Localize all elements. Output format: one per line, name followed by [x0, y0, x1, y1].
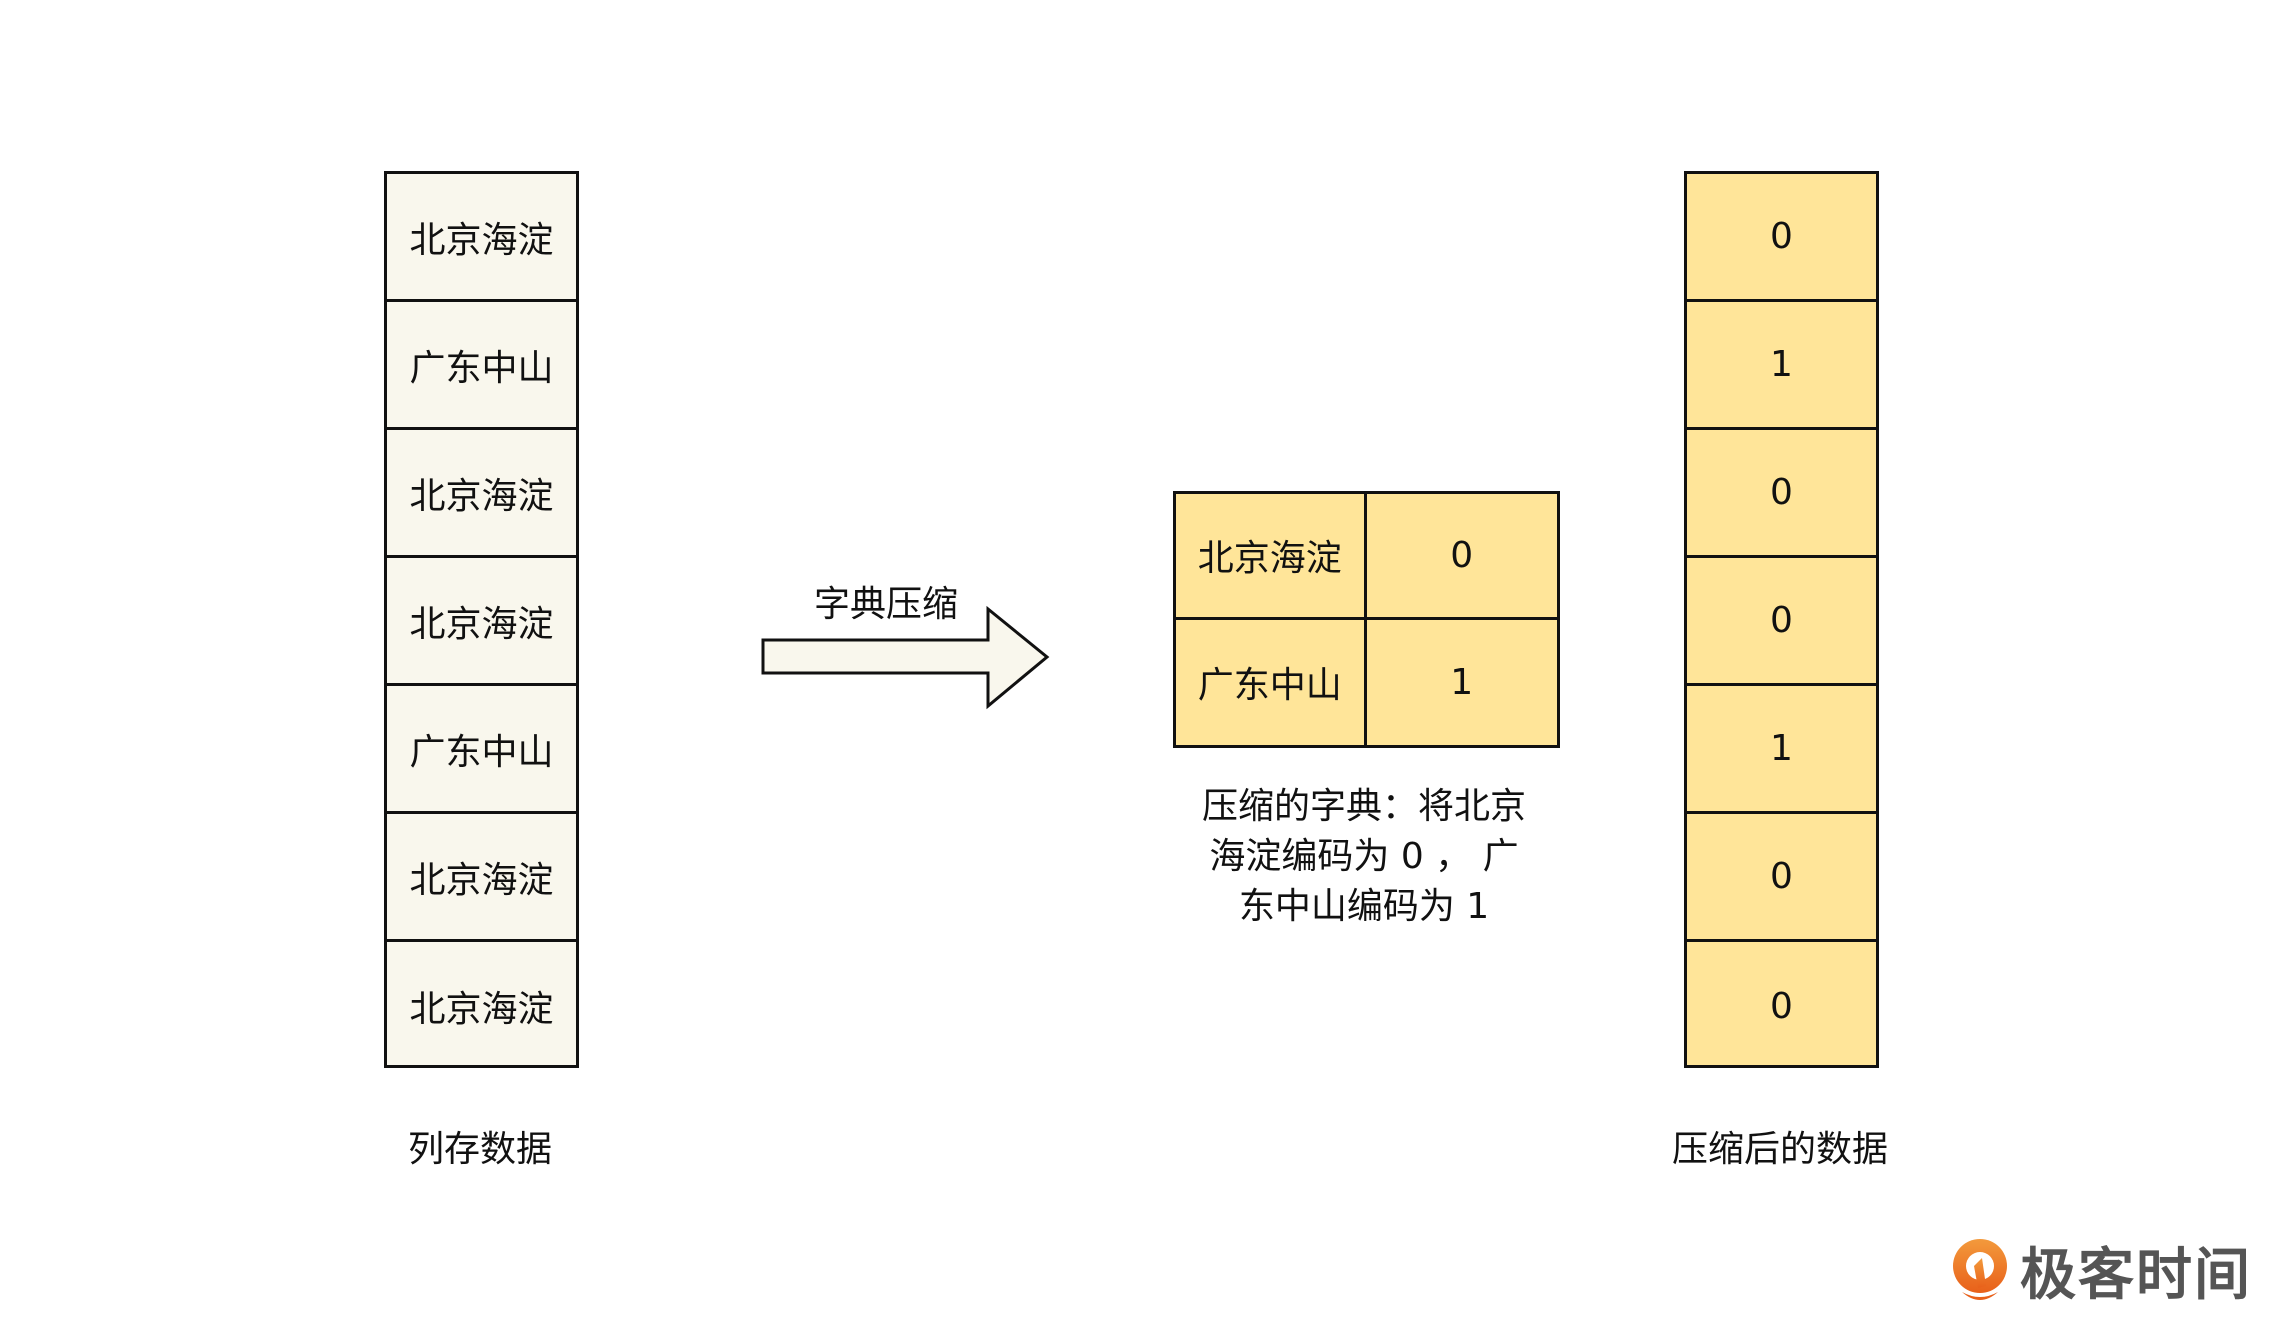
compressed-data-title: 压缩后的数据 [1671, 1129, 1888, 1170]
column-cell: 北京海淀 [409, 989, 554, 1030]
column-cell: 北京海淀 [387, 174, 576, 302]
compressed-cell: 0 [1687, 430, 1876, 558]
column-cell: 北京海淀 [387, 558, 576, 686]
dictionary-key: 北京海淀 [1176, 494, 1367, 620]
geektime-logo-icon [1953, 1238, 2007, 1300]
dictionary-code: 0 [1366, 494, 1557, 620]
column-cell: 广东中山 [387, 686, 576, 814]
compressed-cell: 0 [1770, 985, 1793, 1027]
compressed-cell: 0 [1687, 558, 1876, 686]
column-data-title: 列存数据 [407, 1129, 552, 1170]
compressed-data-stack: 0 1 0 0 1 0 0 [1684, 171, 1879, 1068]
right-arrow-icon [761, 605, 1050, 710]
compressed-cell: 1 [1687, 686, 1876, 814]
column-cell: 北京海淀 [387, 430, 576, 558]
column-cell: 北京海淀 [387, 814, 576, 942]
dictionary-key: 广东中山 [1176, 619, 1367, 745]
geektime-logo: 极客时间 [1950, 1230, 2252, 1311]
dictionary-code: 1 [1450, 661, 1474, 703]
dictionary-caption: 压缩的字典：将北京 海淀编码为 0 ， 广 东中山编码为 1 [1164, 782, 1564, 932]
dictionary-table: 北京海淀 0 广东中山 1 [1173, 491, 1560, 748]
caption-line: 东中山编码为 1 [1238, 886, 1490, 927]
compressed-cell: 0 [1687, 814, 1876, 942]
logo-text: 极客时间 [2020, 1243, 2252, 1308]
caption-line: 压缩的字典：将北京 [1201, 786, 1526, 827]
column-data-stack: 北京海淀 广东中山 北京海淀 北京海淀 广东中山 北京海淀 北京海淀 [384, 171, 579, 1068]
compressed-cell: 0 [1687, 174, 1876, 302]
compressed-cell: 1 [1687, 302, 1876, 430]
caption-line: 海淀编码为 0 ， 广 [1209, 836, 1519, 877]
column-cell: 广东中山 [387, 302, 576, 430]
arrow-label: 字典压缩 [813, 584, 958, 625]
